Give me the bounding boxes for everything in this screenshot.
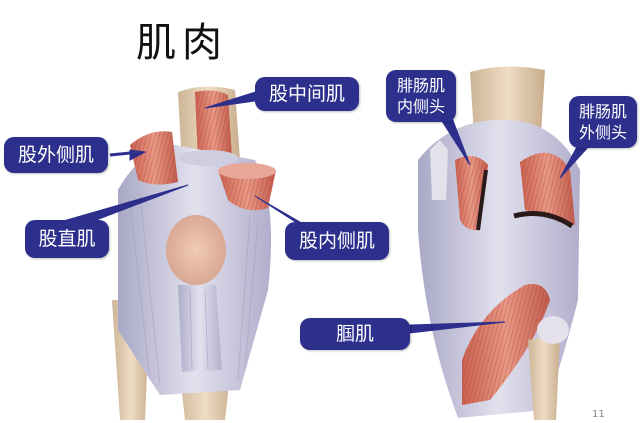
page-number: 11 (592, 409, 605, 420)
posterior-knee-illustration (418, 66, 580, 420)
label-vastus-intermedius: 股中间肌 (255, 77, 359, 111)
label-popliteus: 腘肌 (300, 318, 410, 350)
anterior-knee-illustration (112, 86, 276, 420)
label-gastrocnemius-lateral-head: 腓肠肌 外侧头 (569, 96, 637, 148)
label-vastus-lateralis: 股外侧肌 (4, 137, 108, 173)
page-title: 肌肉 (136, 20, 228, 66)
label-rectus-femoris: 股直肌 (25, 220, 109, 258)
label-gastrocnemius-medial-head: 腓肠肌 内侧头 (386, 70, 456, 122)
label-vastus-medialis: 股内侧肌 (285, 222, 389, 260)
